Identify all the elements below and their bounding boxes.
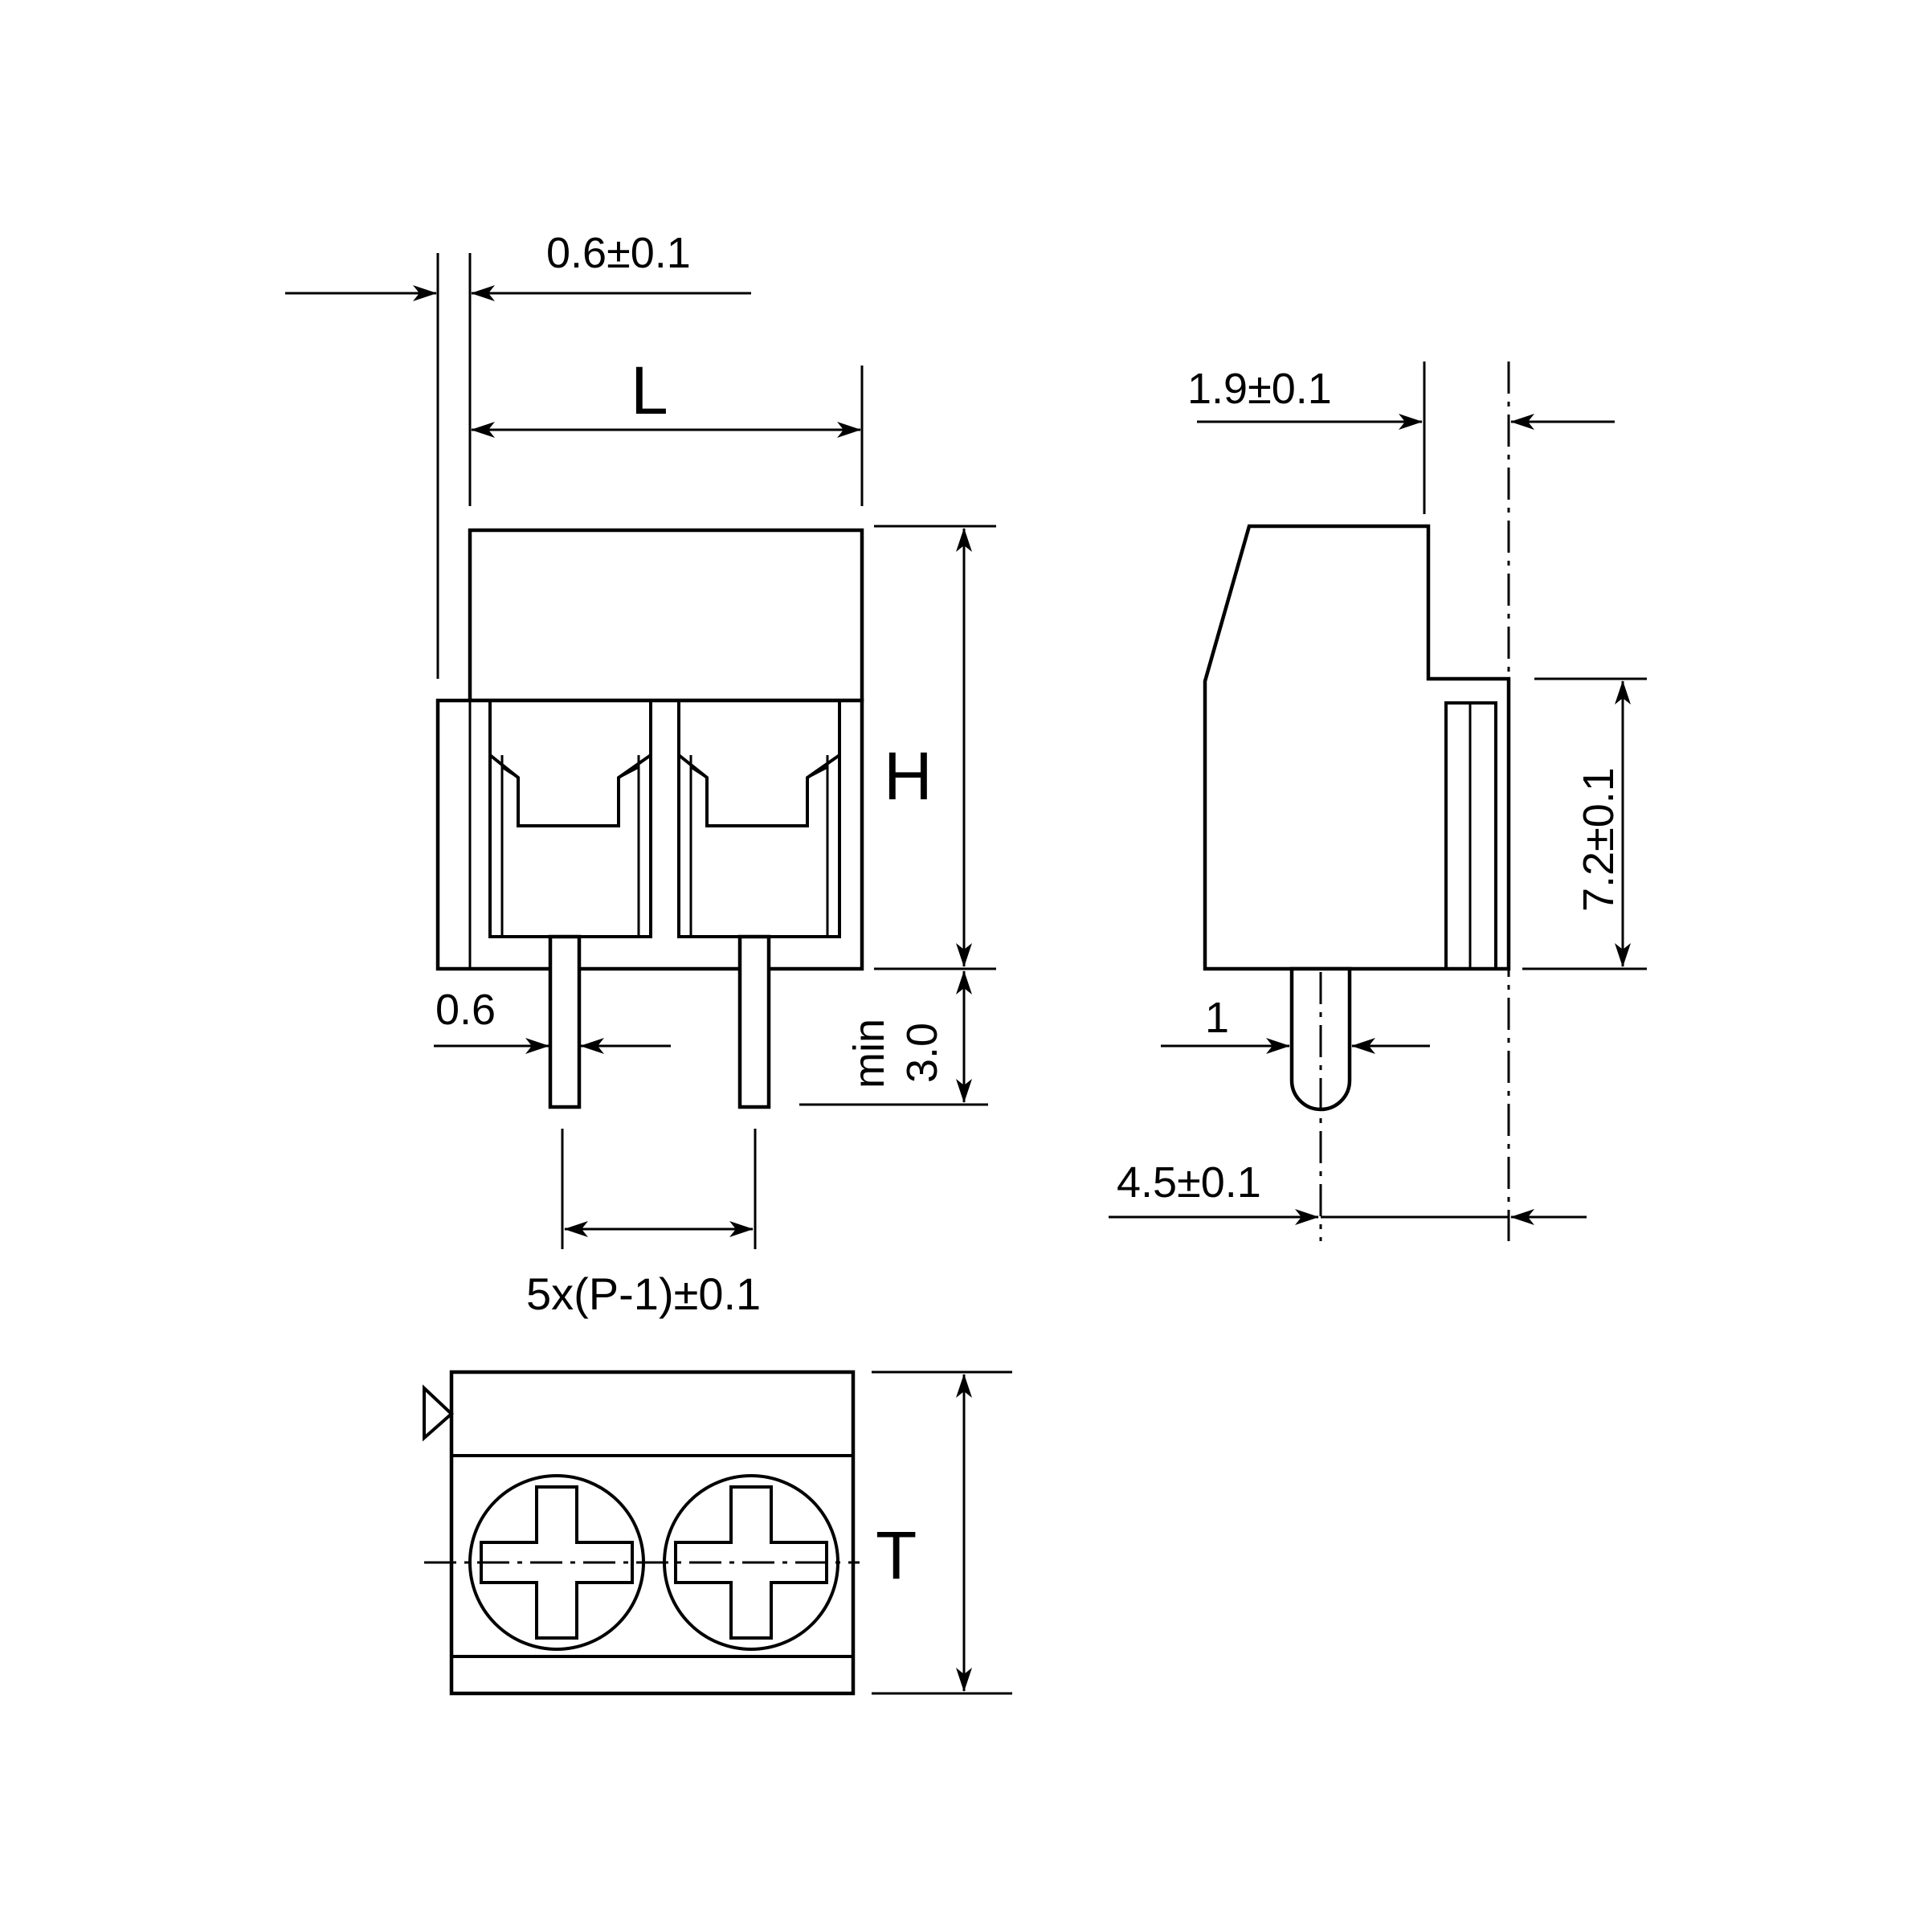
height-label: H	[884, 738, 933, 814]
top-body	[449, 1370, 856, 1696]
wall-thickness-label: 0.6±0.1	[546, 229, 691, 277]
side-body	[1203, 524, 1511, 971]
polarity-triangle	[423, 1384, 454, 1442]
side-step-label: 1.9±0.1	[1187, 365, 1332, 413]
front-upper-block	[468, 528, 864, 703]
length-label: L	[631, 353, 668, 428]
front-view: 0.6±0.1 L H min 3.0 0.6 5x(P-1)±0.1	[285, 229, 996, 1319]
side-pin-offset-label: 4.5±0.1	[1117, 1158, 1261, 1207]
front-pin-1	[548, 934, 582, 1109]
pin-width-label: 0.6	[435, 986, 496, 1034]
side-height-label: 7.2±0.1	[1575, 767, 1623, 912]
side-pin-width-label: 1	[1205, 994, 1229, 1042]
side-view: 1.9±0.1 7.2±0.1 1 4.5±0.1	[1109, 361, 1647, 1241]
pitch-label: 5x(P-1)±0.1	[526, 1268, 761, 1319]
pin-length-value-label: 3.0	[898, 1023, 946, 1083]
thickness-label: T	[876, 1517, 917, 1593]
pin-length-min-label: min	[845, 1019, 893, 1089]
top-view: T	[423, 1370, 1012, 1696]
front-pin-2	[737, 934, 771, 1109]
